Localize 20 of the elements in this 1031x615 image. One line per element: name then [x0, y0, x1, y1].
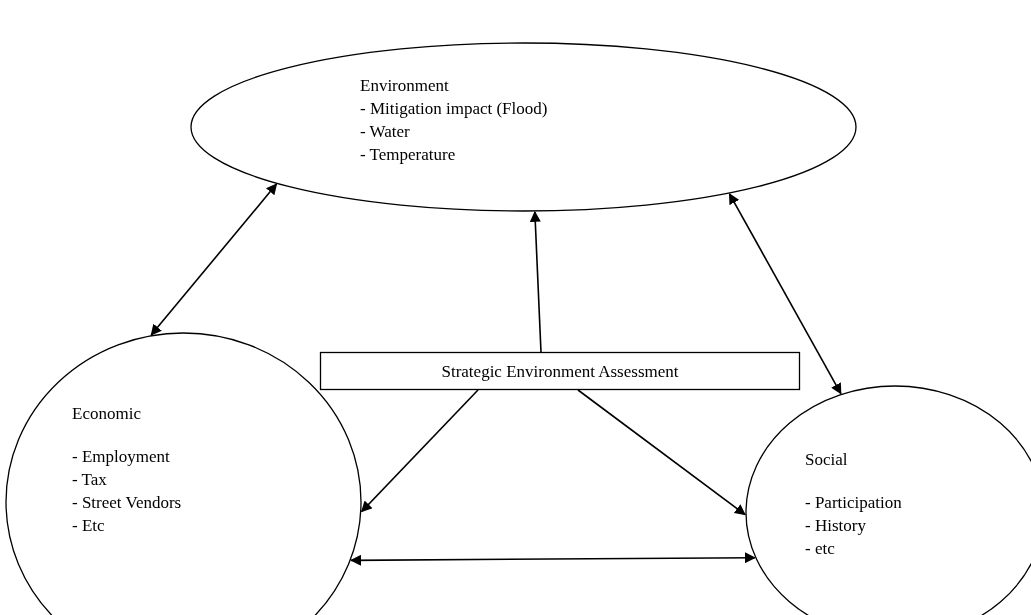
node-heading: Environment: [360, 75, 450, 97]
arrow: [150, 183, 278, 336]
list-item: - Etc: [72, 515, 106, 537]
list-item: - Participation: [805, 492, 902, 514]
list-item: - Temperature: [360, 144, 457, 166]
arrow: [728, 192, 842, 395]
arrow: [529, 210, 542, 353]
list-item: - Water: [360, 121, 411, 143]
list-item: - Tax: [72, 469, 108, 491]
arrow: [350, 552, 756, 566]
node-heading: Strategic Environment Assessment: [441, 360, 679, 383]
node-heading: Economic: [72, 403, 142, 425]
list-item: - Mitigation impact (Flood): [360, 98, 548, 120]
list-item: - Employment: [72, 446, 171, 468]
list-item: - Street Vendors: [72, 492, 182, 514]
arrow: [360, 389, 479, 513]
node-heading: Social: [805, 449, 849, 471]
list-item: - etc: [805, 538, 836, 560]
arrow: [577, 389, 746, 516]
list-item: - History: [805, 515, 867, 537]
